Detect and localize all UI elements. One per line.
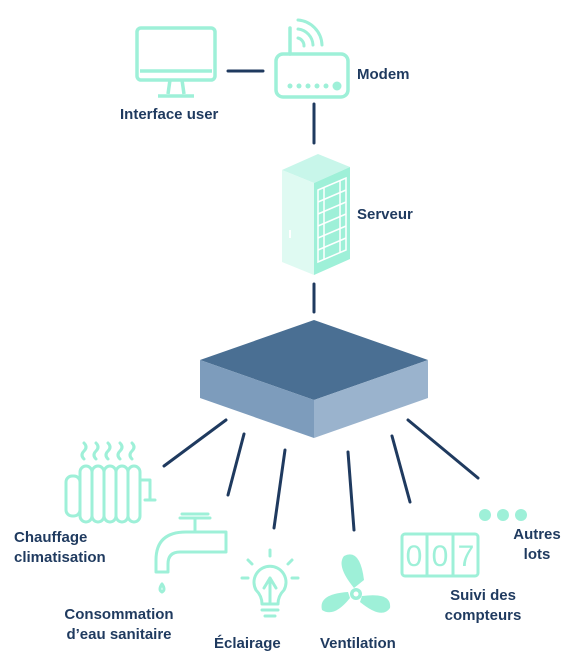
chauffage-label: Chauffage climatisation [14, 528, 106, 568]
compteurs-label-line2: compteurs [444, 607, 522, 624]
more-dots-icon [479, 509, 527, 521]
meter-digit-2: 0 [432, 540, 449, 573]
chauffage-label-line2: climatisation [14, 549, 106, 566]
eclairage-label: Éclairage [214, 635, 281, 652]
autres-label-line1: Autres [513, 526, 561, 543]
link-hub-autres [406, 418, 480, 480]
server-rack-icon [282, 154, 350, 275]
meter-digit-3: 7 [458, 540, 475, 573]
modem-label: Modem [357, 66, 410, 83]
router-icon [274, 18, 350, 99]
meter-counter-icon [400, 532, 480, 578]
autres-label-line2: lots [523, 546, 551, 563]
ventilation-label: Ventilation [320, 635, 396, 652]
link-hub-eclairage [272, 448, 287, 530]
compteurs-label: Suivi des compteurs [436, 586, 530, 626]
link-hub-chauffage [162, 418, 228, 468]
interface-user-label: Interface user [120, 106, 219, 123]
monitor-icon [135, 26, 217, 98]
consommation-label-line1: Consommation [64, 606, 174, 623]
consommation-label-line2: d’eau sanitaire [66, 626, 172, 643]
chauffage-label-line1: Chauffage [14, 529, 88, 546]
fan-icon [321, 554, 391, 613]
meter-digit-1: 0 [406, 540, 423, 573]
autres-label: Autres lots [506, 525, 568, 565]
compteurs-label-line1: Suivi des [450, 587, 516, 604]
network-hub-box [200, 320, 428, 438]
link-hub-ventilation [346, 450, 356, 532]
water-tap-icon [154, 512, 228, 594]
link-hub-compteurs [390, 434, 412, 504]
link-hub-consommation [226, 432, 246, 497]
serveur-label: Serveur [357, 206, 413, 223]
radiator-icon [64, 441, 157, 524]
consommation-label: Consommation d’eau sanitaire [50, 605, 188, 645]
light-bulb-icon [240, 548, 300, 618]
